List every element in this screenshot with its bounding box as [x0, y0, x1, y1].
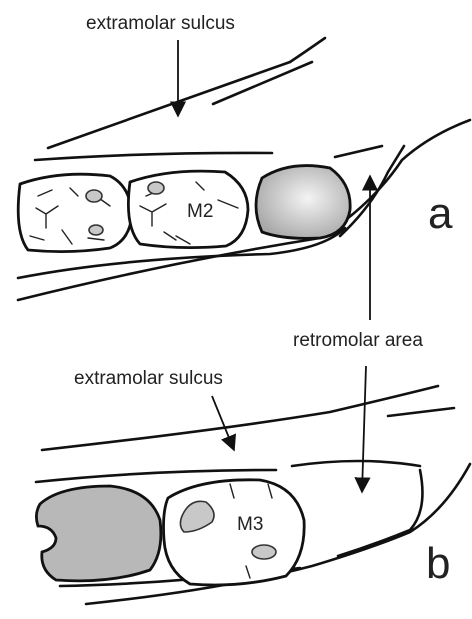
retromolar-upper-line-a	[335, 146, 382, 157]
arrow-extramolar-b	[212, 396, 234, 450]
occlusal-spot	[89, 225, 103, 235]
label-extramolar-sulcus-b: extramolar sulcus	[74, 368, 223, 389]
inner-cheek-line-b	[388, 408, 454, 416]
upper-cheek-line-b	[42, 386, 438, 450]
panel-a: M2 extramolar sulcus a	[18, 13, 470, 300]
first-molar-a	[18, 174, 132, 251]
occlusal-spot	[86, 190, 102, 202]
upper-gum-line-a	[35, 153, 272, 160]
arrow-retromolar-down	[362, 366, 366, 492]
tooth-label-m2: M2	[187, 201, 213, 222]
panel-b: extramolar sulcus M3 b	[36, 368, 470, 604]
label-extramolar-sulcus-a: extramolar sulcus	[86, 13, 235, 34]
retromolar-top-line-b	[292, 461, 420, 466]
cheek-curve-a	[290, 38, 325, 62]
panel-label-a: a	[428, 189, 453, 238]
occlusal-spot	[148, 182, 164, 194]
shaded-molar-a	[256, 166, 350, 239]
ramus-line-a	[340, 146, 404, 236]
upper-cheek-line-a	[48, 62, 290, 148]
panel-label-b: b	[426, 539, 450, 588]
tooth-label-m3: M3	[237, 514, 263, 535]
label-retromolar-area: retromolar area	[293, 330, 423, 351]
shaded-molar-b	[36, 486, 160, 581]
occlusal-spot	[252, 545, 276, 559]
